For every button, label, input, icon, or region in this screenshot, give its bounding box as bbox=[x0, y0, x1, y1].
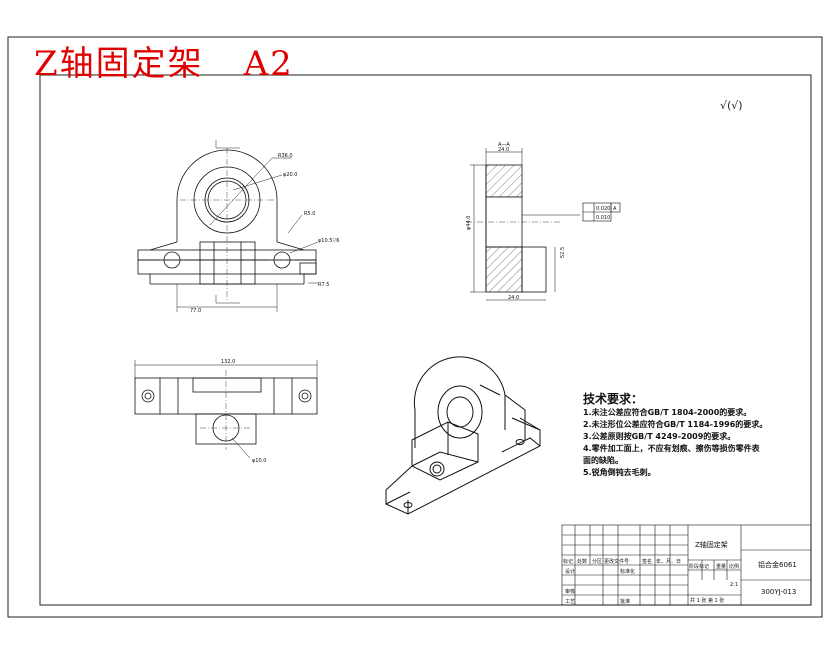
tb-row-process: 工艺 bbox=[565, 599, 576, 605]
tech-req-item: 3.公差原则按GB/T 4249-2009的要求。 bbox=[583, 432, 736, 441]
tb-head-date: 年、月、日 bbox=[656, 559, 682, 565]
tb-stage-mark: 阶段标记 bbox=[689, 564, 710, 570]
tb-head-count: 处数 bbox=[577, 559, 588, 565]
tolerance-datum: A bbox=[613, 206, 617, 212]
technical-requirements: 技术要求： 1.未注公差应符合GB/T 1804-2000的要求。 2.未注形位… bbox=[583, 393, 767, 479]
tb-head-sign: 签名 bbox=[642, 559, 653, 565]
tb-scale-label: 比例 bbox=[729, 564, 740, 570]
tb-head-file: 更改文件号 bbox=[604, 559, 630, 565]
tb-scale: 2:1 bbox=[730, 582, 739, 588]
sheet-size: A2 bbox=[243, 44, 294, 84]
tech-req-item: 1.未注公差应符合GB/T 1804-2000的要求。 bbox=[583, 408, 752, 417]
dim-front-side-r: R5.0 bbox=[304, 211, 315, 217]
tech-req-item: 5.锐角倒钝去毛刺。 bbox=[583, 468, 656, 477]
dim-front-small: R7.5 bbox=[318, 282, 329, 288]
tech-req-item: 2.未注形位公差应符合GB/T 1184-1996的要求。 bbox=[583, 420, 768, 429]
top-view-labels: 132.0 φ10.0 bbox=[221, 359, 266, 464]
dim-side-bottom: 24.0 bbox=[508, 295, 519, 301]
tech-req-item: 4.零件加工面上，不应有划痕、擦伤等损伤零件表 bbox=[583, 444, 760, 453]
dim-front-bore: φ20.0 bbox=[283, 172, 297, 178]
section-view bbox=[466, 148, 621, 301]
title-block bbox=[561, 524, 812, 606]
drawing-title: Z轴固定架 A2 bbox=[34, 36, 294, 85]
tb-part-name: Z轴固定架 bbox=[695, 541, 728, 549]
outer-border bbox=[7, 36, 823, 618]
dim-side-height: 52.5 bbox=[560, 247, 566, 258]
tb-head-zone: 分区 bbox=[592, 559, 603, 565]
dim-top-hole: φ10.0 bbox=[252, 458, 266, 464]
roughness-symbol: √(√) bbox=[720, 99, 743, 112]
tb-weight: 重量 bbox=[716, 564, 727, 570]
tb-head-mark: 标记 bbox=[563, 559, 574, 565]
top-view bbox=[134, 360, 318, 459]
dim-front-outer: R36.0 bbox=[278, 153, 293, 159]
dim-front-width: 77.0 bbox=[190, 308, 201, 314]
tb-row-design: 设计 bbox=[565, 569, 576, 575]
tech-req-item: 面的缺陷。 bbox=[583, 456, 623, 465]
tb-standardize: 标准化 bbox=[620, 569, 636, 575]
tolerance-1: 0.020 bbox=[596, 206, 610, 212]
section-label: A—A bbox=[498, 142, 510, 148]
dim-front-hole: φ10.5▽6 bbox=[318, 238, 339, 244]
dim-top-width: 132.0 bbox=[221, 359, 235, 365]
tolerance-2: 0.010 bbox=[596, 215, 610, 221]
tech-req-heading: 技术要求： bbox=[583, 392, 644, 406]
tb-sheet-info: 共 1 张 第 1 张 bbox=[690, 598, 725, 604]
inner-border bbox=[39, 74, 812, 606]
part-title: Z轴固定架 bbox=[34, 44, 204, 84]
tb-drawing-no: 300YJ-013 bbox=[761, 588, 797, 596]
dim-side-top: 24.0 bbox=[498, 147, 509, 153]
front-view bbox=[137, 140, 319, 312]
dim-side-dia: φ44.0 bbox=[466, 216, 472, 230]
tb-material: 铝合金6061 bbox=[758, 561, 797, 569]
tb-approve: 批准 bbox=[620, 599, 631, 605]
isometric-view bbox=[385, 356, 541, 515]
tb-row-review: 审核 bbox=[565, 589, 576, 595]
front-view-labels: R36.0 φ20.0 R5.0 φ10.5▽6 R7.5 77.0 bbox=[190, 153, 339, 314]
section-view-labels: A—A 24.0 φ44.0 52.5 24.0 0.020 0.010 A bbox=[466, 142, 617, 301]
